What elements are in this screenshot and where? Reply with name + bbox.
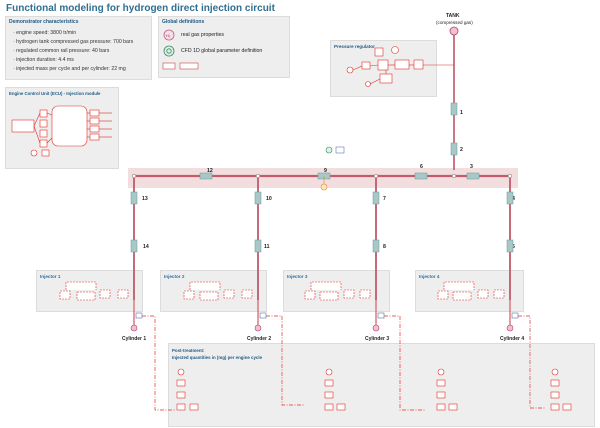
- pipe-number: 4: [512, 196, 515, 202]
- regulator-schematic: [346, 46, 454, 87]
- pipe-number: 1: [460, 110, 463, 116]
- pipe-number: 14: [143, 244, 149, 250]
- post-treatment-heading: Post-treatment:: [172, 348, 205, 353]
- definition-block-icon: [179, 62, 199, 70]
- cylinder-feed-pipes: [133, 300, 511, 326]
- pipe-number: 5: [512, 244, 515, 250]
- injector-schematics: [59, 281, 505, 301]
- demonstrator-item: hydrogen tank compressed gas pressure: 7…: [13, 39, 133, 45]
- pipe-number: 10: [266, 196, 272, 202]
- post-treatment-blocks: [176, 368, 572, 411]
- pipe-number: 13: [142, 196, 148, 202]
- injector-panel: Injector 3: [283, 270, 390, 312]
- cylinder-label: Cylinder 2: [247, 336, 272, 342]
- rail-node-icon: [325, 146, 333, 154]
- signal-lines: [142, 315, 545, 411]
- global-definitions-heading: Global definitions: [162, 19, 205, 25]
- post-treatment-panel: Post-treatment: Injected quantities in (…: [168, 343, 595, 427]
- cfd-icon: [163, 45, 175, 57]
- injector-panel: Injector 4: [415, 270, 524, 312]
- pipe-number: 6: [420, 164, 423, 170]
- pipe-number: 12: [207, 168, 213, 174]
- injector-label: Injector 2: [164, 274, 185, 279]
- demonstrator-item: regulated common rail pressure: 40 bars: [13, 48, 109, 54]
- cylinder-label: Cylinder 4: [500, 336, 525, 342]
- pressure-regulator-heading: Pressure regulator: [334, 44, 375, 49]
- demonstrator-heading: Demonstrator characteristics: [9, 19, 79, 25]
- pipe-number: 3: [470, 164, 473, 170]
- cylinder-icons: [130, 324, 514, 332]
- cylinder-label: Cylinder 3: [365, 336, 390, 342]
- tank-sublabel: (compressed gas): [436, 20, 473, 25]
- demonstrator-item: injected mass per cycle and per cylinder…: [13, 66, 126, 72]
- real-gas-icon-text: H₂: [166, 33, 171, 38]
- pipe-number: 8: [383, 244, 386, 250]
- post-treatment-subheading: Injected quantities in (mg) per engine c…: [172, 355, 263, 360]
- injector-label: Injector 1: [40, 274, 61, 279]
- definition-block-icon: [162, 62, 176, 70]
- tank-icon: [449, 26, 459, 36]
- cylinder-label: Cylinder 1: [122, 336, 147, 342]
- pipe-number: 9: [324, 168, 327, 174]
- cylinder-ports: [135, 312, 519, 319]
- pipe-number: 2: [460, 147, 463, 153]
- real-gas-label: real gas properties: [181, 32, 224, 38]
- branch-pipes: [133, 176, 511, 300]
- demonstrator-panel: Demonstrator characteristics engine spee…: [5, 16, 152, 80]
- cfd-label: CFD 1D global parameter definition: [181, 48, 263, 54]
- junctions: [131, 173, 513, 179]
- tank-label: TANK: [446, 13, 460, 19]
- rail-sensor-icon: [320, 183, 328, 191]
- ecu-schematic: [11, 105, 112, 157]
- pipe-number: 11: [264, 244, 270, 250]
- global-definitions-panel: Global definitions real gas properties C…: [158, 16, 290, 78]
- ecu-heading: Engine Control Unit (ECU) - Injection mo…: [9, 91, 101, 96]
- injector-label: Injector 4: [419, 274, 440, 279]
- pipe-number: 7: [383, 196, 386, 202]
- real-gas-icon: [163, 29, 175, 41]
- demonstrator-item: injection duration: 4.4 ms: [13, 57, 74, 63]
- page-title: Functional modeling for hydrogen direct …: [6, 3, 275, 14]
- injector-label: Injector 3: [287, 274, 308, 279]
- pipe-segment-markers: [130, 102, 514, 253]
- demonstrator-item: engine speed: 3800 tr/min: [13, 30, 76, 36]
